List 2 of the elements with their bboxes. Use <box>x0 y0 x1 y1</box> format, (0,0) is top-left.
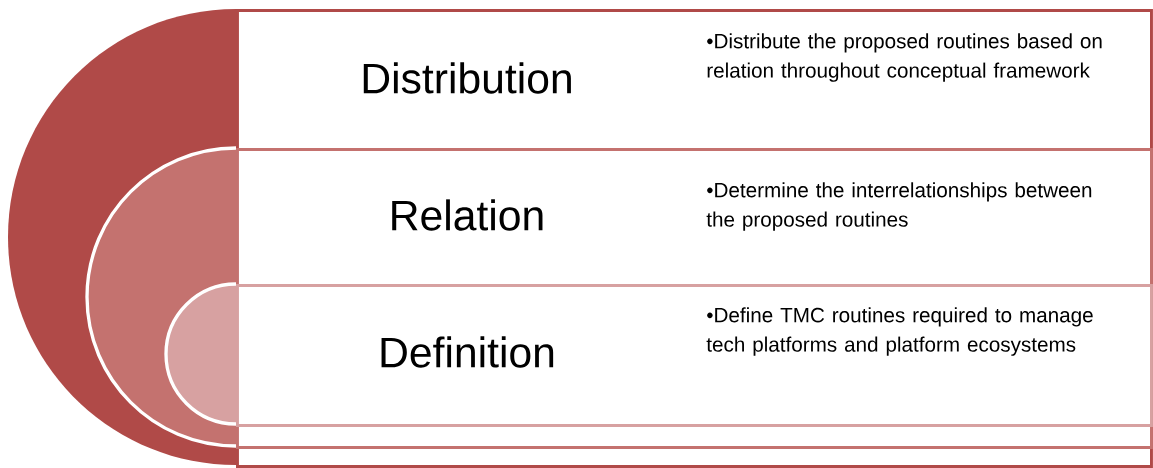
heading: Distribution <box>363 62 571 94</box>
description-text: •Distribute the proposed routines based on relation throughout conceptual framework <box>707 33 1102 82</box>
